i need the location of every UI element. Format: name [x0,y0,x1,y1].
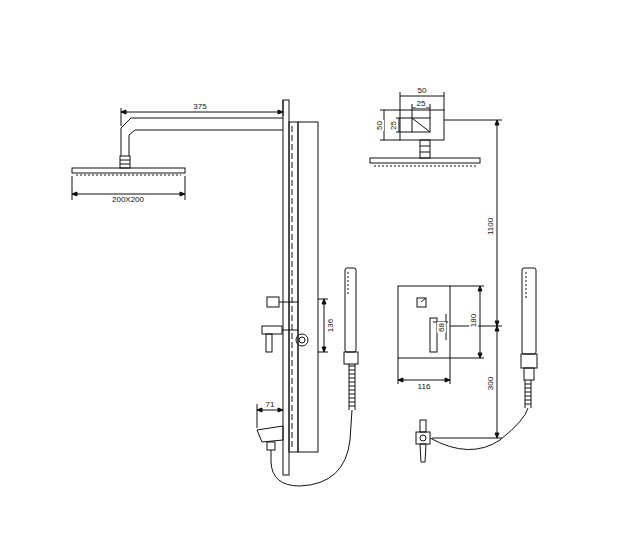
dimension-label: 180 [469,312,478,327]
dimension-label: 25 [389,120,398,131]
dimension-label: 50 [375,120,384,131]
dimension-label: 200X200 [111,195,145,204]
dimension-label: 116 [417,382,432,391]
dimension-label: 71 [265,400,276,409]
dimension-label: 25 [416,99,427,108]
dimension-label: 136 [326,317,335,332]
dimension-label: 300 [486,375,495,390]
dimension-label: 375 [192,102,207,111]
dimension-label: 1100 [486,216,495,235]
dimension-label: 68 [437,322,446,333]
dimension-label: 50 [417,86,428,95]
